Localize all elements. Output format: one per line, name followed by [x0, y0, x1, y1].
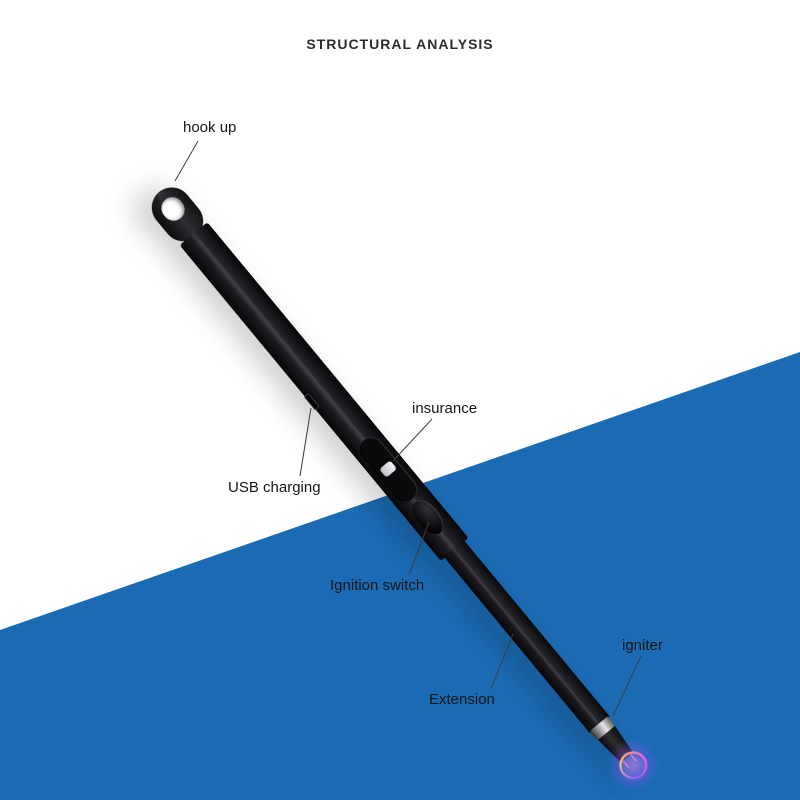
label-usb-charging: USB charging — [228, 479, 321, 496]
label-igniter: igniter — [622, 637, 663, 654]
label-insurance: insurance — [412, 400, 478, 417]
page-title: STRUCTURAL ANALYSIS — [306, 36, 494, 52]
label-hook-up: hook up — [183, 119, 237, 136]
leader-line-hook-up — [174, 140, 199, 182]
label-ignition-switch: Ignition switch — [330, 577, 425, 594]
hook-hole — [156, 192, 190, 226]
leader-line-usb-charging — [299, 407, 312, 477]
label-extension: Extension — [429, 691, 495, 708]
